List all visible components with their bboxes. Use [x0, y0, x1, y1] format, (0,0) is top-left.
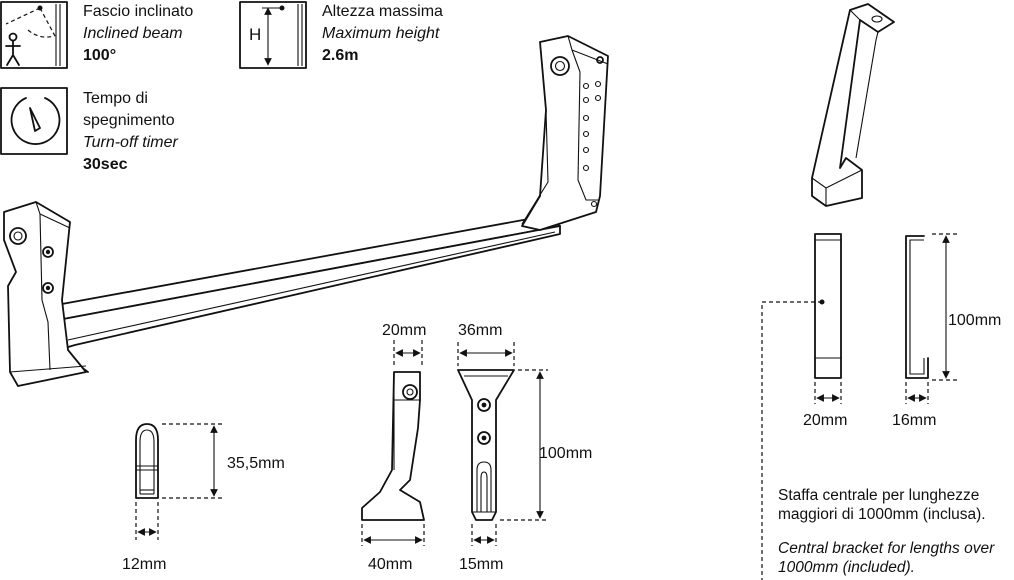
height-value: 2.6m — [322, 47, 359, 64]
front-bracket-drawing — [457, 342, 548, 546]
central-bracket-3d — [811, 3, 895, 207]
light-bar-product — [3, 35, 609, 387]
profile-height-label: 35,5mm — [227, 455, 285, 472]
end-cap-bottom-label: 40mm — [368, 556, 413, 573]
profile-width-label: 12mm — [122, 556, 167, 573]
beam-label-en: Inclined beam — [83, 25, 183, 42]
central-bracket-note-it: Staffa centrale per lunghezze maggiori d… — [778, 487, 986, 523]
height-label-it: Altezza massima — [322, 3, 443, 20]
timer-label-en: Turn-off timer — [83, 134, 178, 151]
front-bracket-height-label: 100mm — [539, 445, 593, 462]
central-bracket-front — [761, 233, 842, 580]
central-bracket-note-en: Central bracket for lengths over 1000mm … — [778, 540, 995, 576]
left-end-bracket — [3, 201, 87, 387]
front-bracket-top-label: 36mm — [458, 322, 503, 339]
right-end-bracket — [521, 35, 609, 231]
profile-section — [135, 423, 222, 540]
central-bracket-height-label: 100mm — [948, 312, 1002, 329]
timer-label-it-2: spegnimento — [83, 112, 175, 129]
end-cap-drawing — [361, 340, 425, 546]
height-label-en: Maximum height — [322, 25, 440, 42]
central-bracket-side-width-label: 16mm — [892, 412, 937, 429]
height-symbol: H — [249, 25, 262, 44]
timer-value: 30sec — [83, 156, 128, 173]
inclined-beam-icon — [0, 1, 68, 69]
beam-label-it: Fascio inclinato — [83, 3, 194, 20]
height-icon — [239, 1, 307, 69]
timer-label-it-1: Tempo di — [83, 90, 148, 107]
central-bracket-side — [905, 233, 960, 404]
end-cap-top-label: 20mm — [382, 322, 427, 339]
central-bracket-front-width-label: 20mm — [803, 412, 848, 429]
timer-icon — [0, 87, 68, 155]
beam-value: 100° — [83, 47, 117, 64]
front-bracket-bottom-label: 15mm — [459, 556, 504, 573]
